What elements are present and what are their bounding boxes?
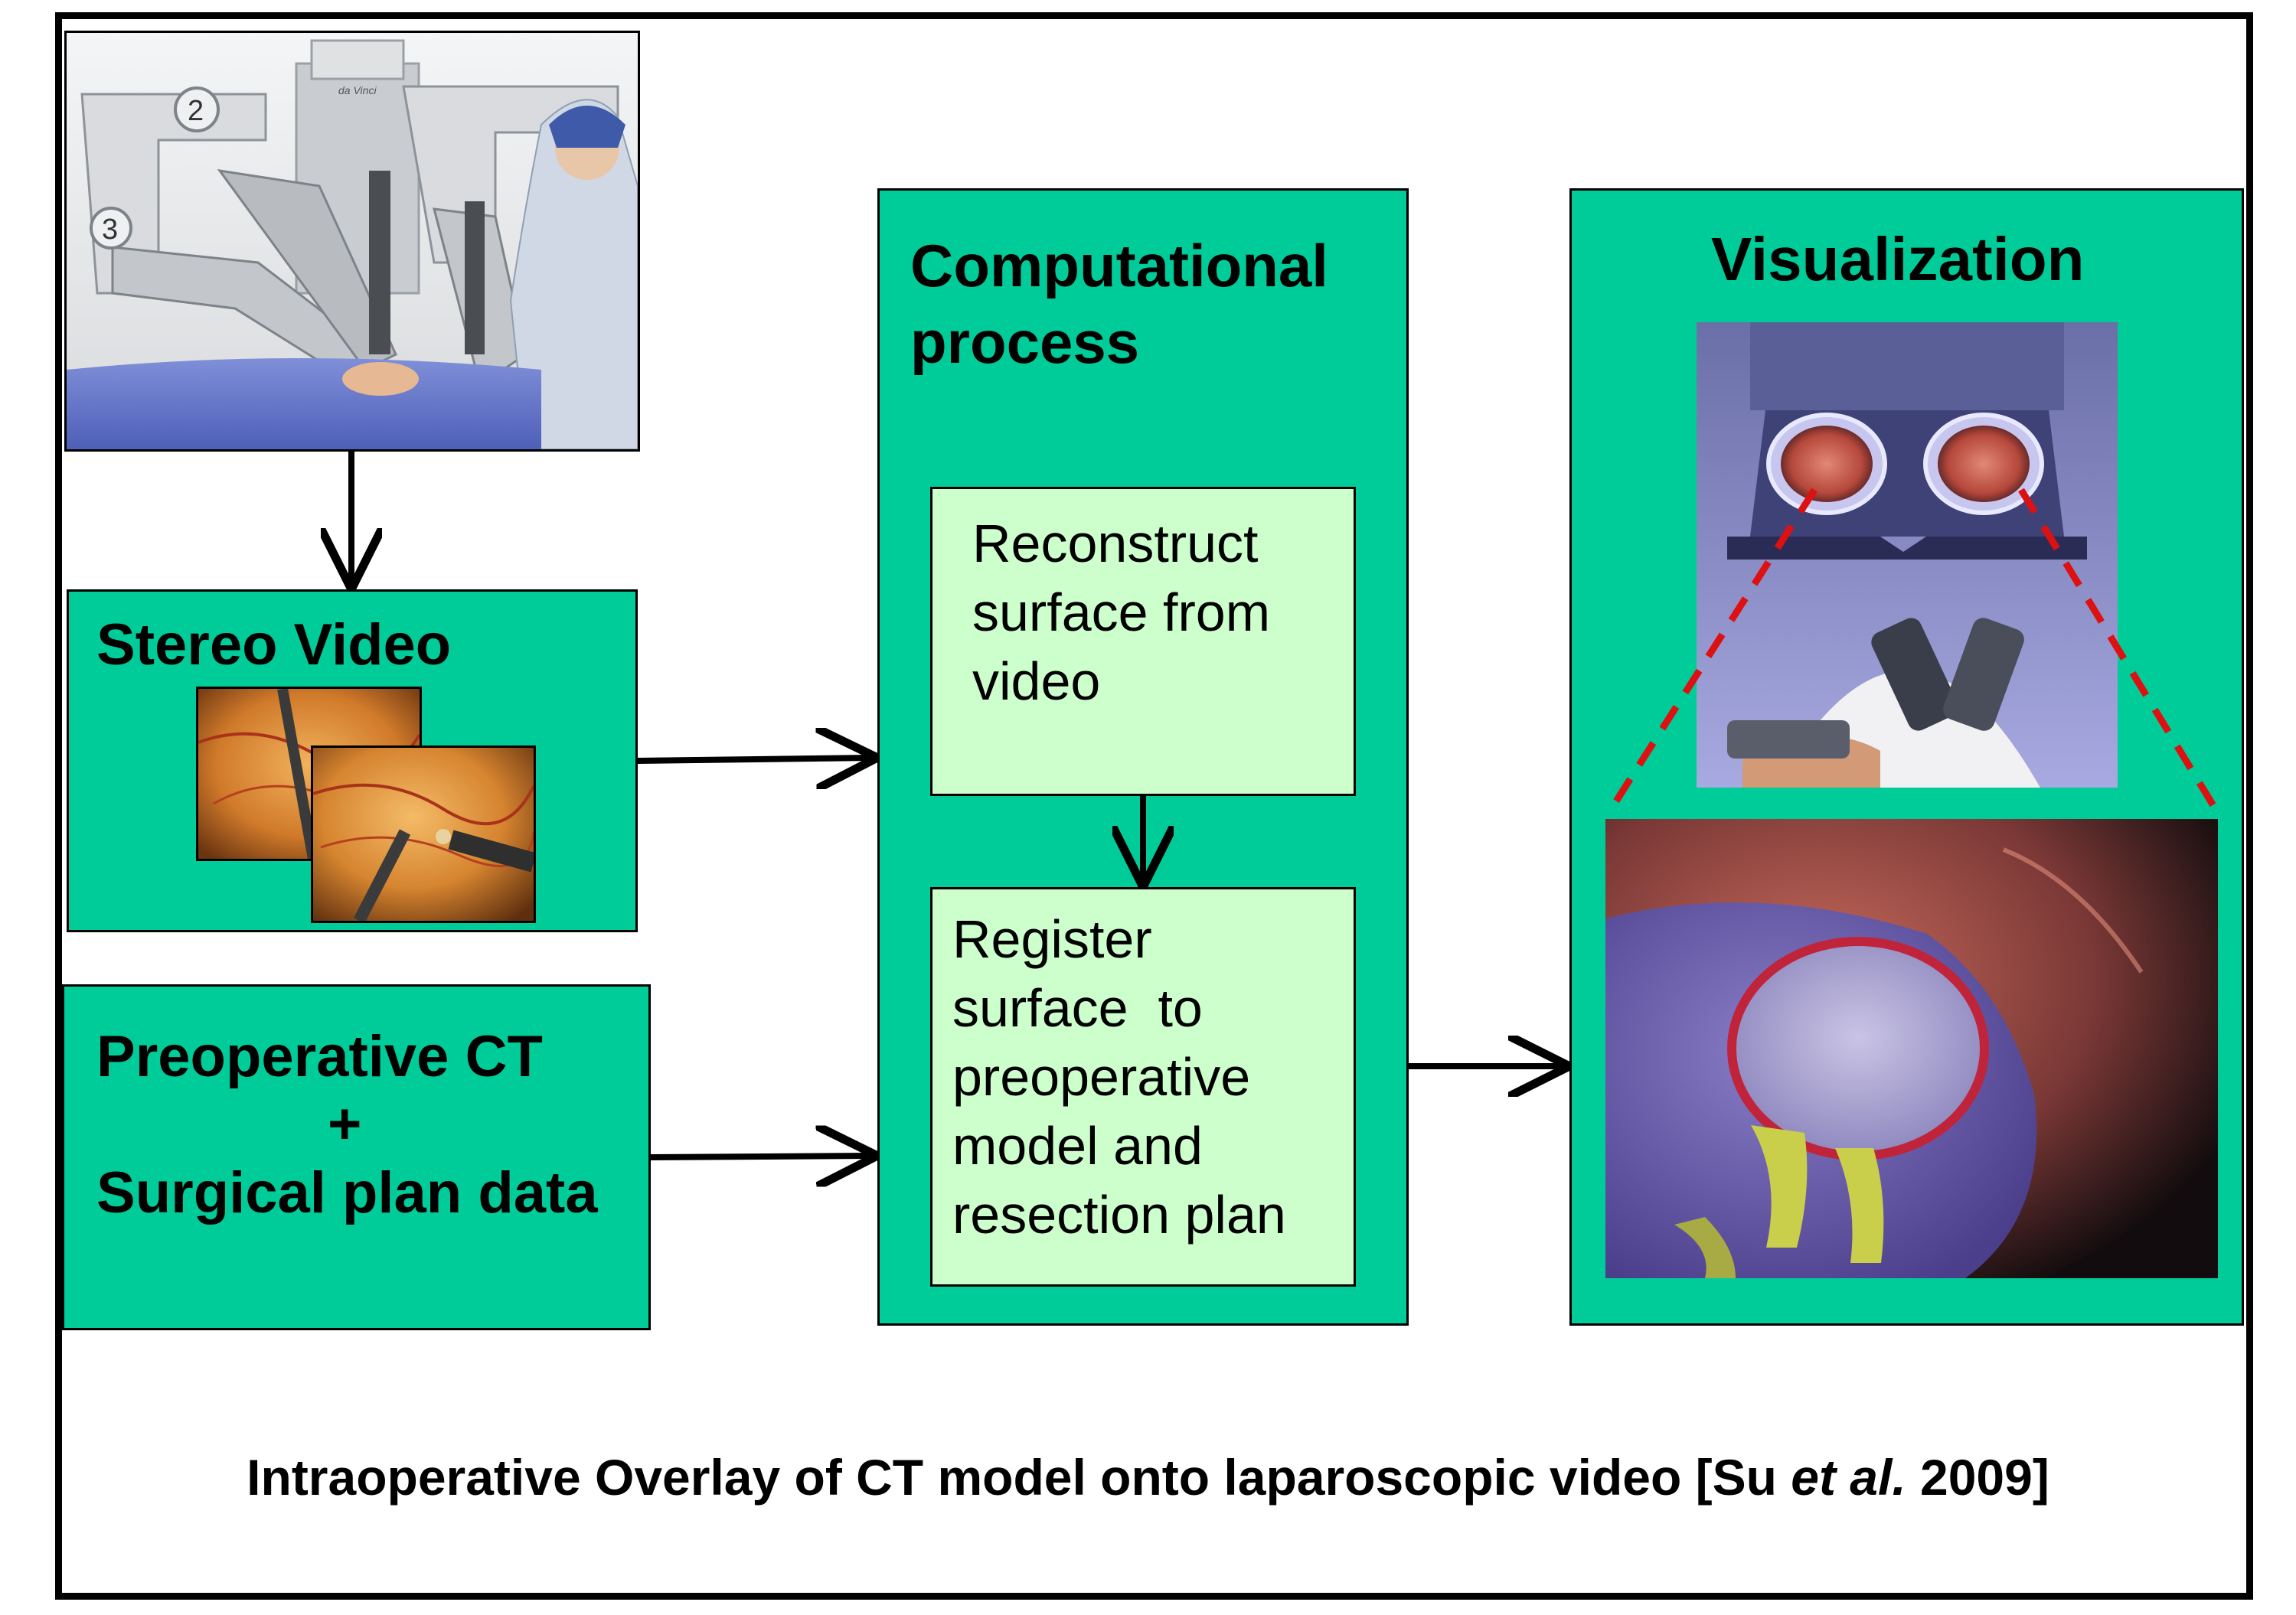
reconstruct-surface-step: Reconstruct surface from video xyxy=(930,487,1356,796)
visualization-title: Visualization xyxy=(1711,225,2085,293)
step2-line-5: resection plan xyxy=(952,1185,1286,1245)
figure-frame xyxy=(55,12,2253,1600)
robot-brand-label: da Vinci xyxy=(338,84,377,96)
step2-line-4: model and xyxy=(952,1116,1203,1176)
preop-line-1: Preoperative CT xyxy=(96,1024,543,1089)
computational-title-line-2: process xyxy=(910,308,1140,376)
preoperative-ct-box: Preoperative CT + Surgical plan data xyxy=(62,984,651,1330)
surgeon-console-image xyxy=(1697,322,2118,788)
arm-number-3: 3 xyxy=(102,214,118,246)
caption-text-before: Intraoperative Overlay of CT model onto … xyxy=(247,1449,1791,1506)
computational-title-line-1: Computational xyxy=(910,232,1328,299)
surgical-robot-photo: da Vinci 2 3 xyxy=(64,31,640,452)
laparoscopic-overlay-image xyxy=(1605,819,2218,1278)
arm-number-2: 2 xyxy=(188,95,204,127)
register-surface-step: Register surface to preoperative model a… xyxy=(930,887,1356,1287)
caption-text-after: 2009] xyxy=(1906,1449,2049,1506)
step1-line-1: Reconstruct xyxy=(972,514,1259,573)
stereo-video-title: Stereo Video xyxy=(96,612,452,677)
preop-line-2: + xyxy=(328,1091,362,1157)
step1-line-2: surface from xyxy=(972,582,1270,642)
figure-caption: Intraoperative Overlay of CT model onto … xyxy=(0,1447,2296,1508)
preop-line-3: Surgical plan data xyxy=(96,1160,598,1225)
step2-line-2: surface to xyxy=(952,978,1203,1038)
caption-text-italic: et al. xyxy=(1791,1449,1906,1506)
step1-line-3: video xyxy=(972,651,1101,711)
stereo-frame-right xyxy=(311,746,536,923)
step2-line-3: preoperative xyxy=(952,1047,1251,1107)
step2-line-1: Register xyxy=(952,909,1152,969)
